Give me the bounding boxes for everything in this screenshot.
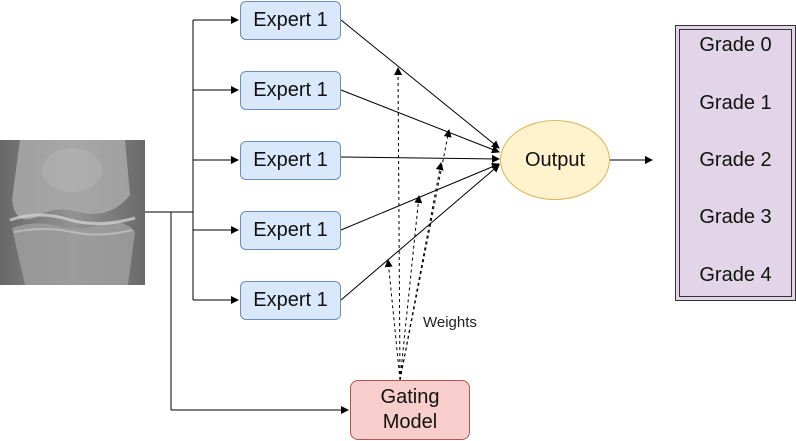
expert-box-2: Expert 1 bbox=[240, 71, 341, 110]
input-branch-lines bbox=[145, 16, 349, 414]
expert-2-to-output bbox=[340, 89, 500, 154]
grade-item-4: Grade 4 bbox=[699, 264, 772, 286]
expert-3-to-output bbox=[340, 154, 500, 163]
weights-label: Weights bbox=[423, 314, 477, 331]
weight-arrows bbox=[384, 67, 452, 381]
expert-box-1: Expert 1 bbox=[240, 1, 341, 40]
expert-1-to-output bbox=[340, 19, 500, 149]
gating-model-box: Gating Model bbox=[350, 380, 470, 440]
expert-5-to-output bbox=[340, 164, 500, 301]
weight-arrow-3 bbox=[399, 162, 444, 381]
grade-item-3: Grade 3 bbox=[699, 206, 772, 228]
expert-box-3: Expert 1 bbox=[240, 141, 341, 180]
weight-arrow-1 bbox=[394, 67, 403, 381]
expert-box-4: Expert 1 bbox=[240, 211, 341, 250]
grade-item-2: Grade 2 bbox=[699, 149, 772, 171]
expert-box-5: Expert 1 bbox=[240, 281, 341, 320]
grade-item-0: Grade 0 bbox=[699, 34, 772, 56]
grade-list: Grade 0 Grade 1 Grade 2 Grade 3 Grade 4 bbox=[675, 25, 796, 301]
output-node: Output bbox=[500, 120, 610, 200]
grade-item-1: Grade 1 bbox=[699, 92, 772, 114]
weight-arrow-4 bbox=[399, 195, 423, 381]
knee-xray-image bbox=[0, 140, 145, 285]
weight-arrow-5 bbox=[384, 259, 401, 381]
expert-4-to-output bbox=[340, 163, 500, 231]
